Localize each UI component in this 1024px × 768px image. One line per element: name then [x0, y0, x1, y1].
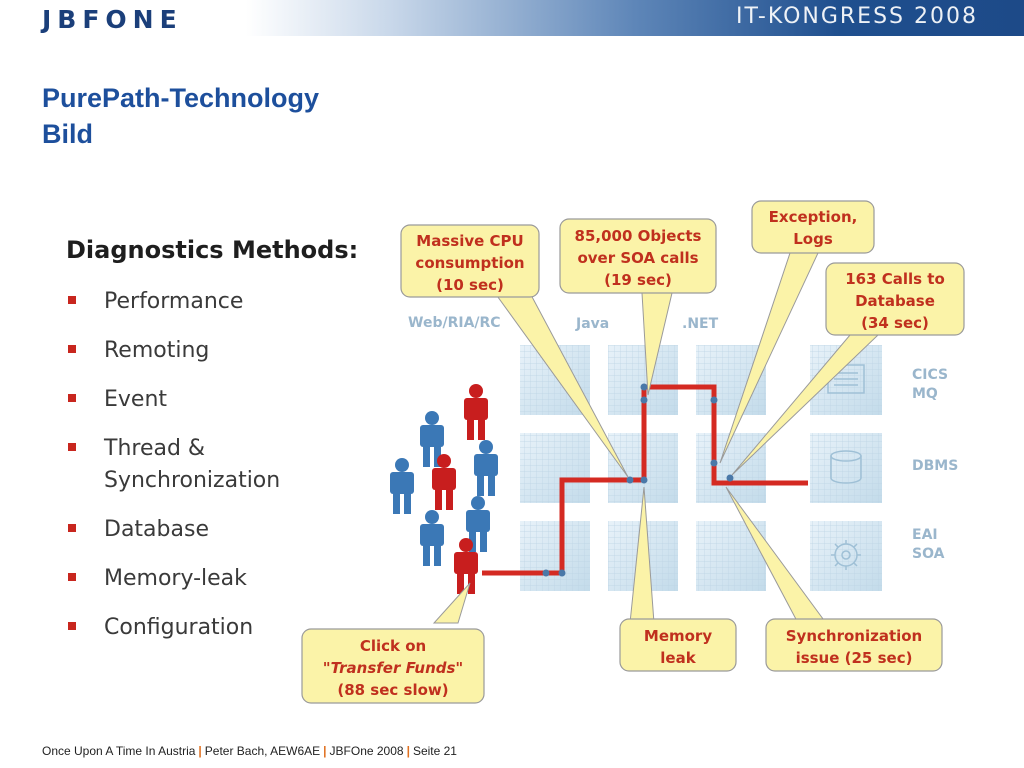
- bullet-icon: [68, 394, 76, 402]
- callout-text: issue (25 sec): [796, 649, 913, 667]
- callout-text: Database: [855, 292, 935, 310]
- method-item: Database: [68, 514, 288, 546]
- callout-text: Massive CPU: [416, 232, 523, 250]
- footer-part-4: Seite 21: [412, 744, 457, 758]
- callout-text: consumption: [415, 254, 524, 272]
- callout-text: leak: [660, 649, 696, 667]
- diagnostics-list: Performance Remoting Event Thread & Synch…: [68, 286, 288, 661]
- method-item: Memory-leak: [68, 563, 288, 595]
- person-icon: [466, 496, 490, 552]
- callout-calls: 163 Calls to Database (34 sec): [825, 262, 965, 336]
- callout-objects: 85,000 Objects over SOA calls (19 sec): [559, 218, 717, 294]
- bullet-icon: [68, 345, 76, 353]
- method-label: Database: [104, 517, 209, 542]
- footer-part-3: JBFOne 2008: [329, 744, 404, 758]
- bullet-icon: [68, 443, 76, 451]
- slide-footer: Once Upon A Time In Austria|Peter Bach, …: [42, 744, 457, 758]
- bullet-icon: [68, 622, 76, 630]
- callout-text: (34 sec): [861, 314, 929, 332]
- method-label: Remoting: [104, 338, 210, 363]
- method-label: Performance: [104, 289, 244, 314]
- callout-text: Click on: [360, 637, 426, 655]
- method-item: Remoting: [68, 335, 288, 367]
- callout-text: (10 sec): [436, 276, 504, 294]
- callout-text: (19 sec): [604, 271, 672, 289]
- callout-text: Logs: [793, 230, 833, 248]
- path-nodes: [542, 383, 734, 577]
- callout-click: Click on "Transfer Funds" (88 sec slow): [301, 628, 485, 704]
- tier-label-web: Web/RIA/RC: [408, 315, 501, 331]
- person-icon: [420, 510, 444, 566]
- bullet-icon: [68, 296, 76, 304]
- person-icon: [464, 384, 488, 440]
- cube: [810, 433, 882, 503]
- backend-eai: EAI: [912, 527, 938, 543]
- callout-text: over SOA calls: [577, 249, 698, 267]
- method-item: Configuration: [68, 612, 288, 644]
- footer-separator: |: [406, 744, 410, 758]
- callout-text: 163 Calls to: [845, 270, 945, 288]
- person-icon: [390, 458, 414, 514]
- method-label: Configuration: [104, 615, 254, 640]
- header-banner: JBFONE IT-KONGRESS 2008: [0, 0, 1024, 36]
- callout-text: Exception,: [769, 208, 858, 226]
- footer-separator: |: [323, 744, 327, 758]
- backend-cics: CICS: [912, 367, 948, 383]
- cube: [520, 433, 590, 503]
- footer-part-1: Once Upon A Time In Austria: [42, 744, 196, 758]
- callout-text: Synchronization: [786, 627, 923, 645]
- method-label: Thread &: [104, 436, 206, 461]
- callout-sync: Synchronization issue (25 sec): [765, 618, 943, 672]
- callout-text: (88 sec slow): [337, 681, 448, 699]
- method-item: Event: [68, 384, 288, 416]
- person-icon: [474, 440, 498, 496]
- congress-label: IT-KONGRESS 2008: [736, 4, 978, 29]
- jbfone-logo: JBFONE: [42, 4, 183, 34]
- user-crowd: [390, 384, 498, 594]
- cube: [810, 521, 882, 591]
- bullet-icon: [68, 524, 76, 532]
- database-icon: [830, 450, 862, 484]
- title-line-1: PurePath-Technology: [42, 83, 320, 113]
- footer-separator: |: [198, 744, 202, 758]
- backend-dbms: DBMS: [912, 458, 958, 474]
- logo-text: JBFONE: [42, 4, 183, 34]
- cube: [520, 521, 590, 591]
- method-label-2: Synchronization: [104, 468, 281, 493]
- title-line-2: Bild: [42, 119, 93, 149]
- method-label: Memory-leak: [104, 566, 247, 591]
- callout-text: Memory: [644, 627, 712, 645]
- tier-label-net: .NET: [682, 316, 719, 332]
- callout-pointers: [432, 252, 880, 624]
- diagnostics-heading: Diagnostics Methods:: [66, 236, 359, 264]
- callout-cpu: Massive CPU consumption (10 sec): [400, 224, 540, 298]
- footer-part-2: Peter Bach, AEW6AE: [204, 744, 321, 758]
- purepath-line: [482, 384, 808, 576]
- person-icon: [454, 538, 478, 594]
- callout-text: "Transfer Funds": [323, 659, 464, 677]
- backend-mq: MQ: [912, 386, 938, 402]
- slide-title: PurePath-Technology Bild: [42, 80, 319, 152]
- callout-text: 85,000 Objects: [575, 227, 702, 245]
- backend-soa: SOA: [912, 546, 945, 562]
- purepath-diagram: Web/RIA/RC Java .NET CICS MQ DBMS EAI SO…: [301, 200, 965, 704]
- tier-label-java: Java: [575, 316, 609, 332]
- person-icon: [420, 411, 444, 467]
- bullet-icon: [68, 573, 76, 581]
- person-icon: [432, 454, 456, 510]
- gear-icon: [831, 540, 861, 570]
- method-item: Thread & Synchronization: [68, 433, 288, 497]
- callout-memory: Memory leak: [619, 618, 737, 672]
- callout-exception: Exception, Logs: [751, 200, 875, 254]
- cube: [696, 433, 766, 503]
- method-item: Performance: [68, 286, 288, 318]
- method-label: Event: [104, 387, 168, 412]
